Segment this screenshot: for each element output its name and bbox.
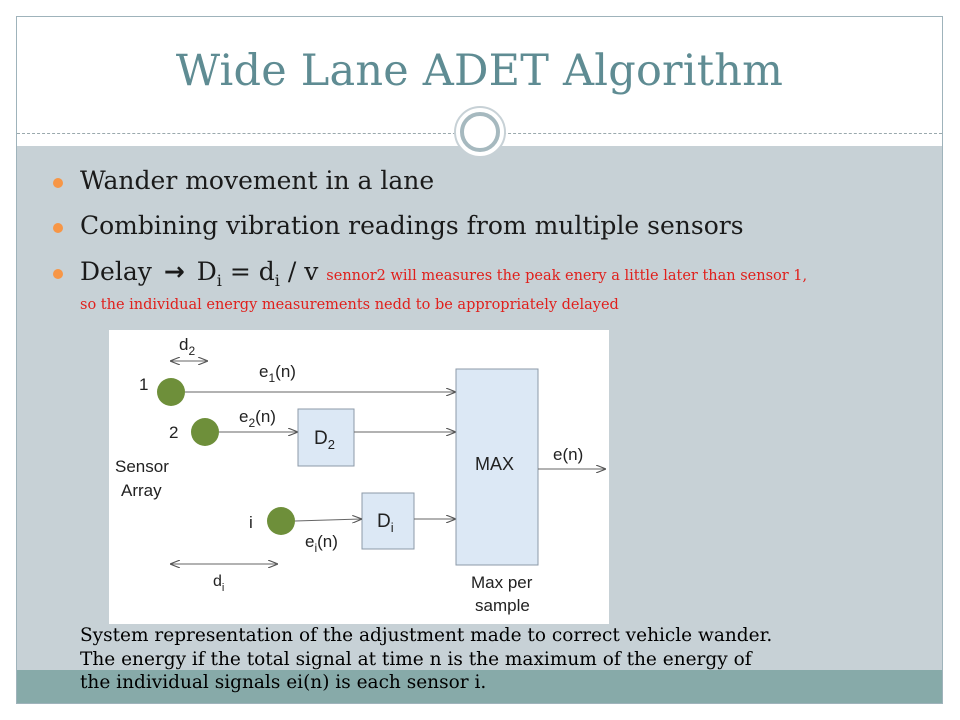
delay-note-line2: so the individual energy measurements ne… [80,297,619,313]
caption-line-3: the individual signals ei(n) is each sen… [80,672,487,693]
sensor-diagram: d2 1 2 i Sensor Array e1(n) e2(n) D2 [109,330,609,624]
d2-label: d2 [179,335,195,358]
sensor-i-node [267,507,295,535]
sensor-1-node [157,378,185,406]
caption-line-2: The energy if the total signal at time n… [80,648,752,670]
output-label: e(n) [553,445,583,464]
e2-label: e2(n) [239,407,276,430]
sensor-array-label-line2: Array [121,481,162,500]
e1-label: e1(n) [259,362,296,385]
max-per-sample-line1: Max per [471,573,533,592]
formula-sub-i: i [216,271,222,290]
delay-box-D2 [297,408,355,467]
caption-line-1: System representation of the adjustment … [80,625,773,646]
Di-label: Di [377,511,394,535]
formula-eq: = d [221,257,275,286]
ei-label: ei(n) [305,532,338,555]
formula-D: D [196,257,217,286]
sensor-2-node [191,418,219,446]
bullet-1: Wander movement in a lane [80,166,435,195]
ei-signal-line [294,519,361,521]
slide-title: Wide Lane ADET Algorithm [175,46,784,96]
footer-band [17,670,942,704]
sensor-1-label: 1 [139,375,148,394]
delay-note-line1: sennor2 will measures the peak enery a l… [326,268,808,284]
bullet-dot-3 [53,269,63,279]
max-per-sample-line2: sample [475,596,530,615]
sensor-2-label: 2 [169,423,178,442]
delay-box-Di [361,492,415,550]
diagram-caption: System representation of the adjustment … [80,624,880,695]
max-box [455,368,539,566]
max-label: MAX [475,454,514,474]
slide-frame [16,16,943,704]
delay-label: Delay [80,257,152,286]
formula-rest: / v [279,257,319,286]
bullet-dot-1 [53,178,63,188]
di-label: di [213,573,224,594]
D2-label: D2 [314,428,335,452]
sensor-diagram-svg: d2 1 2 i Sensor Array e1(n) e2(n) D2 [115,335,609,615]
bullet-3-delay: Delay → Di = di / v sennor2 will measure… [80,257,807,290]
bullet-dot-2 [53,223,63,233]
sensor-i-label: i [249,513,253,532]
arrow-right-icon: → [163,257,185,286]
bullet-2: Combining vibration readings from multip… [80,211,744,240]
formula-sub-i2: i [274,271,280,290]
sensor-array-label-line1: Sensor [115,457,169,476]
divider-ring-icon [460,112,500,152]
